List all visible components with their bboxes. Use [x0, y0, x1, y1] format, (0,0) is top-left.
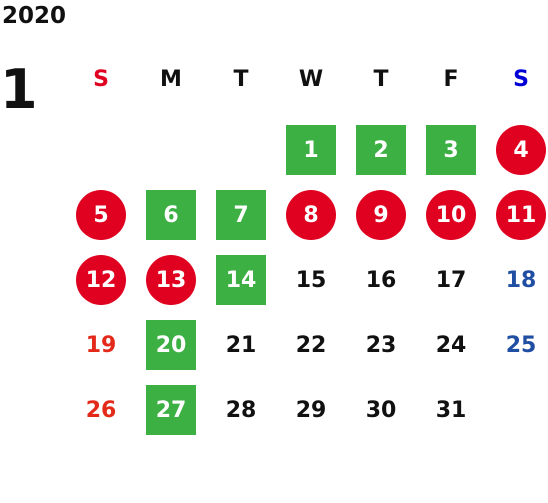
weekday-label: F [443, 67, 459, 92]
calendar-day[interactable]: 29 [295, 397, 327, 423]
calendar-day[interactable]: 1 [286, 125, 336, 175]
calendar-day[interactable]: 7 [216, 190, 266, 240]
calendar-day[interactable]: 17 [435, 267, 467, 293]
weekday-label: T [233, 67, 249, 92]
year-label: 2020 [2, 3, 67, 29]
calendar-day[interactable]: 12 [76, 255, 126, 305]
calendar-day[interactable]: 30 [365, 397, 397, 423]
month-number: 1 [0, 58, 38, 121]
calendar-day[interactable]: 13 [146, 255, 196, 305]
calendar-day[interactable]: 6 [146, 190, 196, 240]
calendar-day[interactable]: 24 [435, 332, 467, 358]
calendar-day[interactable]: 16 [365, 267, 397, 293]
calendar-day[interactable]: 21 [225, 332, 257, 358]
calendar-day[interactable]: 9 [356, 190, 406, 240]
calendar-day[interactable]: 5 [76, 190, 126, 240]
calendar-day[interactable]: 27 [146, 385, 196, 435]
calendar-day[interactable]: 3 [426, 125, 476, 175]
calendar-day[interactable]: 4 [496, 125, 546, 175]
calendar-day[interactable]: 25 [505, 332, 537, 358]
calendar-day[interactable]: 19 [85, 332, 117, 358]
calendar-day[interactable]: 26 [85, 397, 117, 423]
calendar-day[interactable]: 14 [216, 255, 266, 305]
calendar-day[interactable]: 10 [426, 190, 476, 240]
weekday-label: W [298, 67, 324, 92]
calendar-day[interactable]: 2 [356, 125, 406, 175]
calendar-day[interactable]: 31 [435, 397, 467, 423]
weekday-label: S [513, 67, 529, 92]
calendar-day[interactable]: 15 [295, 267, 327, 293]
calendar-day[interactable]: 23 [365, 332, 397, 358]
calendar-day[interactable]: 20 [146, 320, 196, 370]
calendar-day[interactable]: 8 [286, 190, 336, 240]
calendar-day[interactable]: 18 [505, 267, 537, 293]
weekday-label: S [93, 67, 109, 92]
calendar-day[interactable]: 11 [496, 190, 546, 240]
weekday-label: T [373, 67, 389, 92]
calendar-day[interactable]: 28 [225, 397, 257, 423]
calendar-day[interactable]: 22 [295, 332, 327, 358]
weekday-label: M [160, 67, 182, 92]
